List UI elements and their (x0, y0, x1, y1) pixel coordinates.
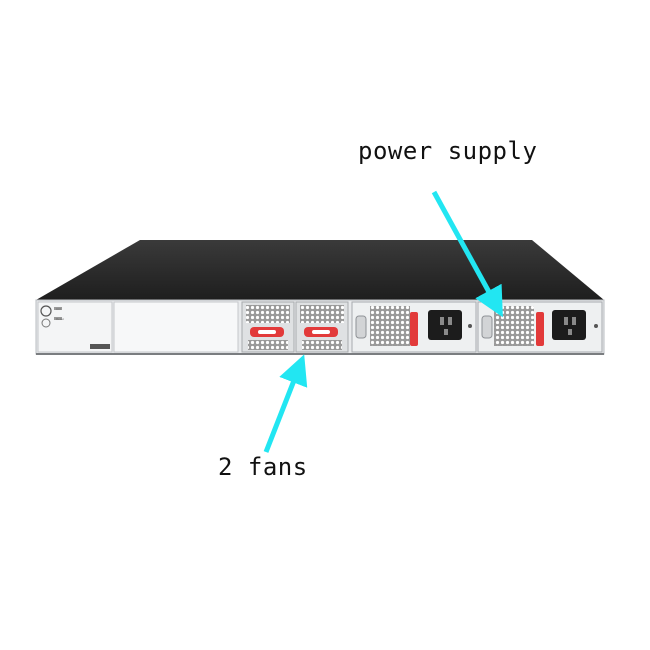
ground-icon (40, 305, 52, 317)
ac-inlet-2 (552, 310, 586, 340)
fans-callout: 2 fans (218, 453, 308, 481)
ac-inlet-1 (428, 310, 462, 340)
fan-module-1 (241, 301, 295, 353)
fans-arrow (263, 354, 308, 453)
power-supply-callout: power supply (358, 137, 538, 165)
port-label-ctrl: Ctrl (56, 307, 61, 311)
port-label-reset: Reset (56, 317, 64, 321)
management-module (37, 301, 113, 353)
chassis-top (36, 240, 604, 300)
blank-slot-cover (113, 301, 239, 353)
power-supply-1 (351, 301, 477, 353)
fan-module-2 (295, 301, 349, 353)
power-supply-arrow (431, 190, 503, 318)
